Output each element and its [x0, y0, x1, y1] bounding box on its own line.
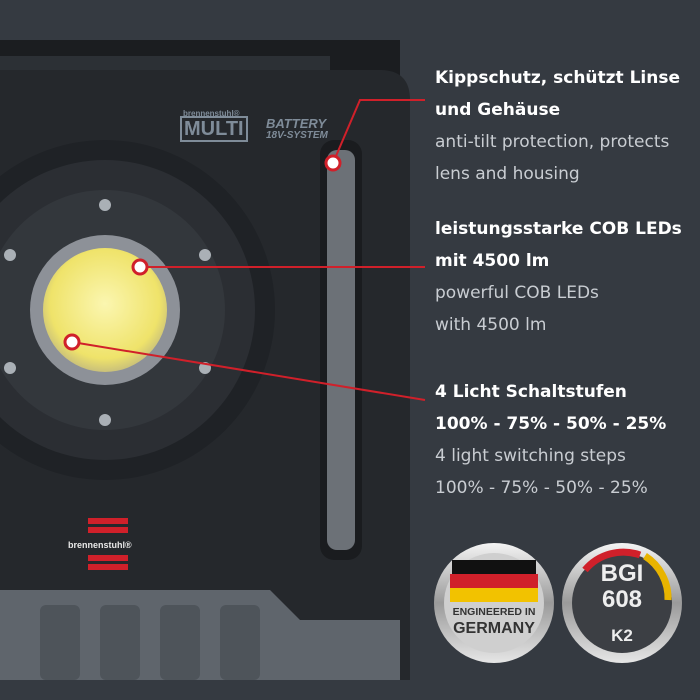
- callout-anti-tilt: Kippschutz, schützt Linse und Gehäuse an…: [435, 62, 680, 190]
- callout-en-line: lens and housing: [435, 164, 580, 184]
- callout-de-line: 100% - 75% - 50% - 25%: [435, 414, 667, 434]
- multi-battery-logo: MULTI BATTERY 18V-SYSTEM: [180, 116, 328, 142]
- bgi-badge-line1: BGI: [600, 560, 644, 587]
- callout-en-line: with 4500 lm: [435, 315, 547, 335]
- callout-en-line: 4 light switching steps: [435, 446, 626, 466]
- germany-badge-line1: ENGINEERED IN: [452, 606, 536, 618]
- callout-en-line: 100% - 75% - 50% - 25%: [435, 478, 648, 498]
- callout-de-line: leistungsstarke COB LEDs: [435, 219, 682, 239]
- bgi-badge-line3: K2: [611, 626, 633, 645]
- logo-multi: MULTI: [180, 116, 248, 142]
- callout-lines: [71, 99, 426, 401]
- anti-tilt-strip: [327, 150, 355, 550]
- callout-cob-leds: leistungsstarke COB LEDs mit 4500 lm pow…: [435, 213, 682, 341]
- germany-badge-line2: GERMANY: [453, 620, 535, 637]
- brand-logo-bars: [88, 518, 128, 570]
- callout-en-line: powerful COB LEDs: [435, 283, 599, 303]
- callout-switching-steps: 4 Licht Schaltstufen 100% - 75% - 50% - …: [435, 376, 666, 504]
- logo-battery: BATTERY: [266, 116, 327, 131]
- callout-de-line: Kippschutz, schützt Linse: [435, 68, 681, 88]
- brand-label: brennenstuhl®: [68, 540, 132, 550]
- callout-de-line: 4 Licht Schaltstufen: [435, 382, 627, 402]
- screws: [4, 199, 211, 426]
- callout-de-line: mit 4500 lm: [435, 251, 550, 271]
- bgi-badge-line2: 608: [601, 586, 643, 613]
- logo-system: 18V-SYSTEM: [266, 130, 328, 141]
- callout-en-line: anti-tilt protection, protects: [435, 132, 670, 152]
- callout-dots: [63, 154, 342, 351]
- brand-small: brennenstuhl®: [183, 109, 240, 118]
- callout-de-line: und Gehäuse: [435, 100, 561, 120]
